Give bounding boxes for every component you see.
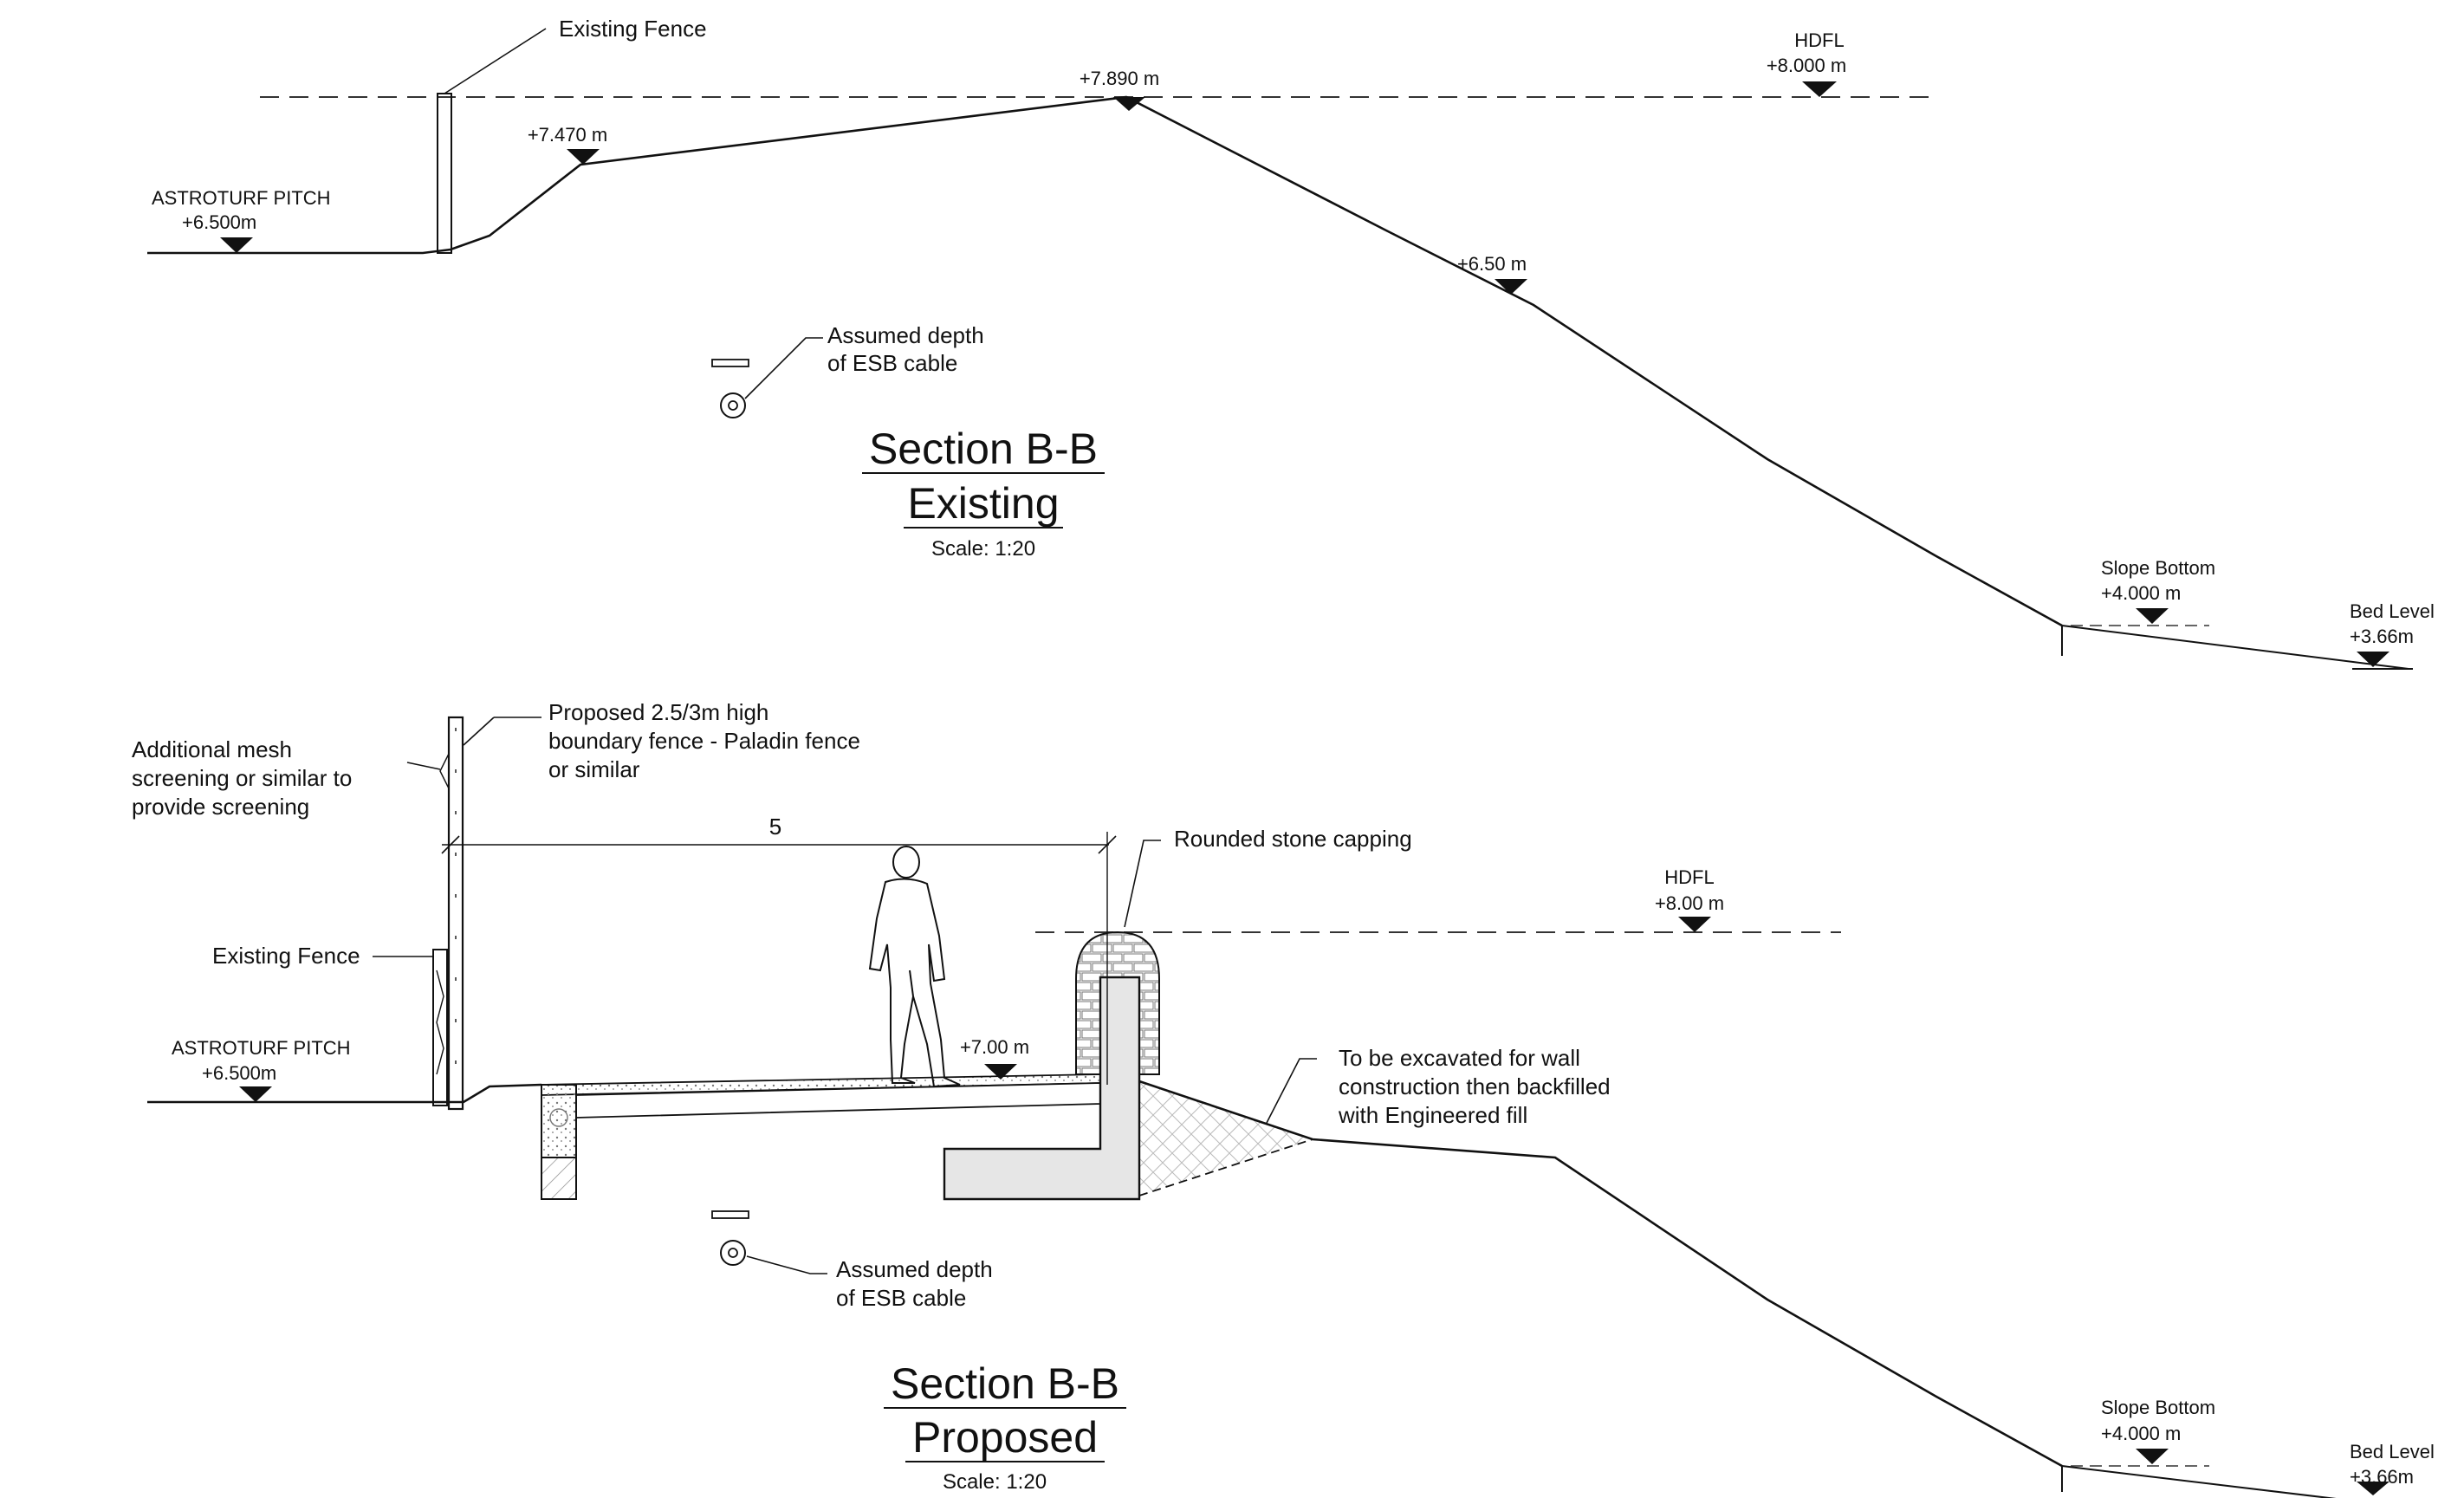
section-subtitle: Proposed: [912, 1413, 1098, 1462]
esb-cable-core: [728, 400, 738, 411]
bed-level-value: +3.66m: [2350, 1466, 2414, 1488]
cable-marker: [711, 1210, 749, 1219]
capping-leader: [1124, 840, 1161, 928]
crest-level-marker: [1113, 97, 1145, 111]
pitch-level: +6.500m: [202, 1062, 276, 1084]
bed-level-label: Bed Level: [2350, 600, 2435, 622]
pitch-level: +6.500m: [182, 211, 256, 233]
cable-leader: [744, 337, 823, 399]
section-subtitle: Existing: [907, 479, 1059, 528]
fence-label-line-3: or similar: [548, 756, 640, 782]
kerb-footing: [541, 1157, 577, 1200]
slope-bottom-label: Slope Bottom: [2101, 557, 2215, 579]
stone-capping: [1075, 931, 1160, 1075]
mesh-label-line-2: screening or similar to: [132, 765, 352, 791]
section-scale: Scale: 1:20: [931, 537, 1035, 561]
proposed-section: Existing Fence Proposed 2.5/3m high boun…: [132, 699, 2435, 1498]
slope-bottom-level: +4.000 m: [2101, 582, 2181, 604]
existing-fence-post: [437, 93, 452, 254]
slope-level-marker: [1495, 279, 1527, 295]
cable-marker: [711, 359, 749, 367]
bed-level-marker: [2357, 1482, 2389, 1495]
person-figure: [868, 846, 961, 1088]
pitch-level-marker: [239, 1086, 272, 1102]
crest-level-label: +7.890 m: [1080, 68, 1159, 89]
cable-label-line-1: Assumed depth: [836, 1256, 993, 1282]
fence-leader: [444, 28, 547, 94]
bed-line: [2061, 1465, 2337, 1498]
fence-label-line-2: boundary fence - Paladin fence: [548, 728, 860, 754]
cable-label-line-2: of ESB cable: [836, 1285, 966, 1311]
pitch-level-marker: [220, 237, 253, 253]
cable-label-line-2: of ESB cable: [827, 350, 957, 376]
mesh-label-line-1: Additional mesh: [132, 736, 292, 762]
bed-level-label: Bed Level: [2350, 1441, 2435, 1462]
slope-bottom-label: Slope Bottom: [2101, 1397, 2215, 1418]
slope-bottom-marker: [2136, 608, 2169, 624]
mesh-screening: [439, 753, 450, 789]
slope-bottom-marker: [2136, 1449, 2169, 1464]
fence-label-line-1: Proposed 2.5/3m high: [548, 699, 768, 725]
section-scale: Scale: 1:20: [943, 1470, 1047, 1494]
esb-cable-core: [728, 1248, 738, 1258]
excavate-label-line-3: with Engineered fill: [1338, 1102, 1527, 1128]
esb-cable-icon: [720, 1240, 746, 1266]
slope-bottom-level: +4.000 m: [2101, 1423, 2181, 1444]
kerb-void: [549, 1108, 568, 1127]
existing-fence-label: Existing Fence: [559, 16, 707, 42]
hdfl-value: +8.00 m: [1655, 892, 1724, 914]
cable-leader: [746, 1255, 827, 1274]
hdfl-marker: [1678, 917, 1711, 932]
mid-level-label: +7.470 m: [528, 124, 607, 146]
excavate-label-line-2: construction then backfilled: [1339, 1073, 1611, 1099]
excavate-label-line-1: To be excavated for wall: [1339, 1045, 1580, 1071]
capping-label: Rounded stone capping: [1174, 826, 1412, 852]
excavation-line: [1138, 1138, 1313, 1196]
engineered-fill: [1139, 1081, 1313, 1196]
excavate-leader: [1266, 1058, 1317, 1124]
pitch-ground: [147, 1083, 542, 1104]
cable-label-line-1: Assumed depth: [827, 322, 984, 348]
section-title: Section B-B: [869, 425, 1098, 473]
fence-leader: [463, 717, 495, 746]
hdfl-marker: [1802, 81, 1837, 97]
mesh-label-line-3: provide screening: [132, 794, 309, 820]
section-title: Section B-B: [891, 1359, 1119, 1408]
bed-line: [2061, 625, 2409, 670]
proposed-ground-profile: [1138, 1080, 2063, 1468]
path-level-marker: [984, 1064, 1017, 1080]
mid-level-marker: [567, 149, 600, 165]
mesh-leader: [406, 762, 441, 770]
slope-level-label: +6.50 m: [1457, 253, 1527, 275]
existing-fence-mesh: [436, 969, 444, 1075]
bed-level-value: +3.66m: [2350, 626, 2414, 647]
hdfl-label: HDFL: [1664, 866, 1714, 888]
existing-fence-post: [432, 949, 448, 1106]
esb-cable-icon: [720, 392, 746, 418]
hdfl-value: +8.000 m: [1767, 55, 1846, 76]
existing-ground-profile: [147, 95, 2063, 627]
existing-section: Existing Fence HDFL +8.000 m +7.890 m +7…: [147, 16, 2435, 670]
bed-level-marker: [2357, 652, 2389, 667]
edge-kerb: [541, 1084, 577, 1158]
pitch-label: ASTROTURF PITCH: [172, 1037, 351, 1059]
dimension-tick-left: [441, 835, 460, 854]
pitch-label: ASTROTURF PITCH: [152, 187, 331, 209]
existing-fence-label: Existing Fence: [212, 943, 360, 969]
hdfl-label: HDFL: [1794, 29, 1844, 51]
dimension-value: 5: [769, 814, 781, 840]
proposed-fence-post: [447, 716, 464, 1111]
path-level-label: +7.00 m: [960, 1036, 1029, 1058]
